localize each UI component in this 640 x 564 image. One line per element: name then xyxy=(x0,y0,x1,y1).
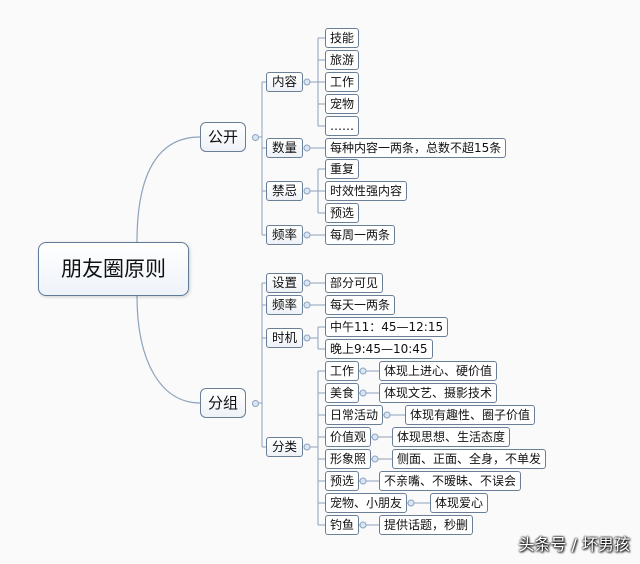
node-frequency-group[interactable]: 频率 xyxy=(266,295,304,315)
node-quantity[interactable]: 数量 xyxy=(266,138,304,158)
content-item[interactable]: 宠物 xyxy=(325,94,360,114)
collapse-knob[interactable] xyxy=(359,389,367,397)
category-name[interactable]: 价值观 xyxy=(325,427,372,447)
timing-item[interactable]: 中午11：45—12:15 xyxy=(325,317,449,337)
category-name[interactable]: 宠物、小朋友 xyxy=(325,493,408,513)
category-desc[interactable]: 侧面、正面、全身，不单发 xyxy=(392,449,547,469)
collapse-knob[interactable] xyxy=(303,301,311,309)
category-name[interactable]: 日常活动 xyxy=(325,405,384,425)
collapse-knob[interactable] xyxy=(303,187,311,195)
node-taboo[interactable]: 禁忌 xyxy=(266,181,304,201)
collapse-knob[interactable] xyxy=(359,477,367,485)
taboo-item[interactable]: 预选 xyxy=(325,203,360,223)
node-settings[interactable]: 设置 xyxy=(266,273,304,293)
content-item[interactable]: 旅游 xyxy=(325,50,360,70)
category-desc[interactable]: 不亲嘴、不暧昧、不误会 xyxy=(379,471,522,491)
watermark: 头条号 / 坏男孩 xyxy=(518,535,630,554)
node-timing[interactable]: 时机 xyxy=(266,328,304,348)
branch-group[interactable]: 分组 xyxy=(200,388,247,418)
category-desc[interactable]: 提供话题，秒删 xyxy=(379,515,474,535)
collapse-knob[interactable] xyxy=(371,455,379,463)
content-item[interactable]: 工作 xyxy=(325,72,360,92)
content-item[interactable]: 技能 xyxy=(325,28,360,48)
settings-value[interactable]: 部分可见 xyxy=(325,273,384,293)
category-desc[interactable]: 体现爱心 xyxy=(430,493,489,513)
taboo-item[interactable]: 重复 xyxy=(325,159,360,179)
branch-public[interactable]: 公开 xyxy=(200,122,247,152)
category-name[interactable]: 形象照 xyxy=(325,449,372,469)
taboo-item[interactable]: 时效性强内容 xyxy=(325,181,408,201)
collapse-knob[interactable] xyxy=(303,443,311,451)
timing-item[interactable]: 晚上9:45—10:45 xyxy=(325,339,433,359)
frequency-group-value[interactable]: 每天一两条 xyxy=(325,295,396,315)
branch-group-knob[interactable] xyxy=(252,400,259,407)
category-desc[interactable]: 体现文艺、摄影技术 xyxy=(379,383,498,403)
collapse-knob[interactable] xyxy=(303,279,311,287)
collapse-knob[interactable] xyxy=(303,231,311,239)
collapse-knob[interactable] xyxy=(407,499,415,507)
category-name[interactable]: 美食 xyxy=(325,383,360,403)
collapse-knob[interactable] xyxy=(303,78,311,86)
content-item[interactable]: …… xyxy=(325,116,359,136)
collapse-knob[interactable] xyxy=(359,521,367,529)
category-name[interactable]: 工作 xyxy=(325,361,360,381)
category-desc[interactable]: 体现有趣性、圈子价值 xyxy=(405,405,536,425)
category-desc[interactable]: 体现上进心、硬价值 xyxy=(379,361,498,381)
node-content[interactable]: 内容 xyxy=(266,72,304,92)
collapse-knob[interactable] xyxy=(303,334,311,342)
collapse-knob[interactable] xyxy=(383,411,391,419)
quantity-value[interactable]: 每种内容一两条，总数不超15条 xyxy=(325,138,507,158)
category-desc[interactable]: 体现思想、生活态度 xyxy=(392,427,511,447)
connector-line xyxy=(136,295,201,404)
branch-public-knob[interactable] xyxy=(252,134,259,141)
node-frequency-public[interactable]: 频率 xyxy=(266,225,304,245)
category-name[interactable]: 预选 xyxy=(325,471,360,491)
node-categories[interactable]: 分类 xyxy=(266,437,304,457)
root-node[interactable]: 朋友圈原则 xyxy=(38,242,189,296)
collapse-knob[interactable] xyxy=(371,433,379,441)
connector-line xyxy=(136,136,201,243)
collapse-knob[interactable] xyxy=(359,367,367,375)
category-name[interactable]: 钓鱼 xyxy=(325,515,360,535)
collapse-knob[interactable] xyxy=(303,144,311,152)
frequency-public-value[interactable]: 每周一两条 xyxy=(325,225,396,245)
